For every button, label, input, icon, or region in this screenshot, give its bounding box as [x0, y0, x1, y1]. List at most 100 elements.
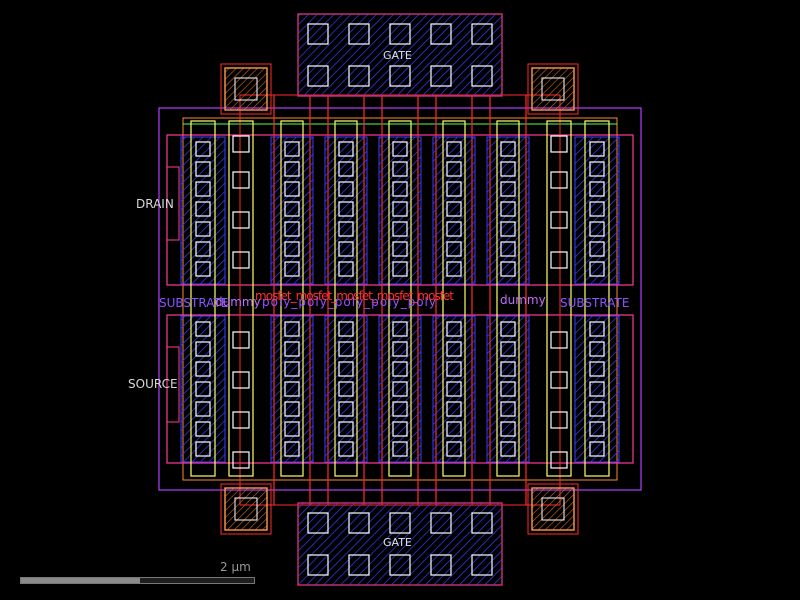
contact-cell — [589, 201, 605, 217]
contact-cell — [284, 341, 300, 357]
contact-cell — [589, 221, 605, 237]
via-ring — [527, 483, 579, 535]
metal-strip — [324, 315, 368, 463]
metal-strip — [378, 315, 422, 463]
contact-cell — [500, 161, 516, 177]
contact-cell — [550, 135, 568, 153]
contact-cell — [195, 441, 211, 457]
gate-contact — [389, 23, 411, 45]
gate-pad-poly — [297, 502, 503, 586]
contact-cell — [195, 221, 211, 237]
contact-cell — [338, 381, 354, 397]
gate-pads — [297, 13, 503, 586]
contact-cell — [446, 241, 462, 257]
contact-cell — [446, 341, 462, 357]
gate-top-label: GATE — [383, 49, 412, 62]
metal-strip — [270, 315, 314, 463]
contact-cell — [446, 201, 462, 217]
gate-contact — [348, 512, 370, 534]
gate-contact — [348, 23, 370, 45]
contact-cell — [338, 161, 354, 177]
contact-cell — [589, 241, 605, 257]
contact-cell — [195, 241, 211, 257]
contact-cell — [550, 411, 568, 429]
substrate-left-label: SUBSTRATE — [159, 296, 229, 310]
drain-label: DRAIN — [136, 197, 174, 211]
contact-cell — [338, 241, 354, 257]
gate-contact — [307, 512, 329, 534]
via-ring — [220, 63, 272, 115]
contact-cell — [195, 201, 211, 217]
scale-label: 2 µm — [220, 560, 251, 574]
corner-vias — [220, 63, 579, 535]
contact-cell — [550, 251, 568, 269]
substrate-right-label: SUBSTRATE — [560, 296, 630, 310]
contact-cell — [338, 361, 354, 377]
via-pad — [224, 67, 268, 111]
gate-contact — [348, 65, 370, 87]
contact-cell — [589, 181, 605, 197]
contact-cell — [284, 181, 300, 197]
gate-contact — [389, 554, 411, 576]
contact-cell — [338, 401, 354, 417]
metal-strip — [486, 315, 530, 463]
gate-contact — [430, 512, 452, 534]
contact-cell — [500, 141, 516, 157]
contact-cell — [446, 141, 462, 157]
contact-cell — [589, 401, 605, 417]
contact-cell — [392, 141, 408, 157]
contact-cell — [589, 341, 605, 357]
gate-contact — [471, 23, 493, 45]
contact-cell — [500, 321, 516, 337]
contact-cell — [392, 401, 408, 417]
contact-cell — [446, 381, 462, 397]
contact-cell — [195, 321, 211, 337]
contact-cell — [392, 441, 408, 457]
poly-overlap-label: poly_poly_poly_poly_poly — [262, 295, 437, 309]
contact-cell — [589, 381, 605, 397]
contact-cell — [195, 361, 211, 377]
contact-cell — [392, 341, 408, 357]
contact-cell — [284, 161, 300, 177]
gate-contact — [307, 554, 329, 576]
contact-cell — [195, 401, 211, 417]
contact-cell — [338, 181, 354, 197]
contact-cell — [500, 381, 516, 397]
metal-strip — [180, 315, 226, 463]
contact-cell — [446, 181, 462, 197]
well-boundary — [158, 107, 642, 491]
contact-cell — [284, 421, 300, 437]
metal-strip — [432, 315, 476, 463]
contact-cell — [500, 361, 516, 377]
contact-cell — [232, 251, 250, 269]
contact-cell — [338, 201, 354, 217]
contact-cell — [446, 221, 462, 237]
contact-cell — [392, 201, 408, 217]
contact-array — [195, 135, 605, 469]
active-boundary — [182, 117, 618, 481]
contact-cell — [446, 441, 462, 457]
contact-cell — [195, 161, 211, 177]
contact-cell — [284, 221, 300, 237]
contact-cell — [284, 321, 300, 337]
contact-cell — [392, 181, 408, 197]
contact-cell — [284, 401, 300, 417]
via-ring — [527, 63, 579, 115]
diffusion-column — [584, 120, 610, 477]
contact-cell — [446, 161, 462, 177]
contact-cell — [446, 261, 462, 277]
contact-cell — [446, 421, 462, 437]
contact-cell — [232, 451, 250, 469]
contact-cell — [500, 421, 516, 437]
via-pad — [531, 67, 575, 111]
contact-cell — [338, 321, 354, 337]
scale-bar-fill — [21, 578, 140, 583]
via-contact — [541, 497, 565, 521]
contact-cell — [284, 201, 300, 217]
source-pin — [166, 346, 180, 423]
contact-cell — [589, 421, 605, 437]
contact-cell — [195, 261, 211, 277]
gate-contact — [389, 65, 411, 87]
gate-contact — [307, 65, 329, 87]
